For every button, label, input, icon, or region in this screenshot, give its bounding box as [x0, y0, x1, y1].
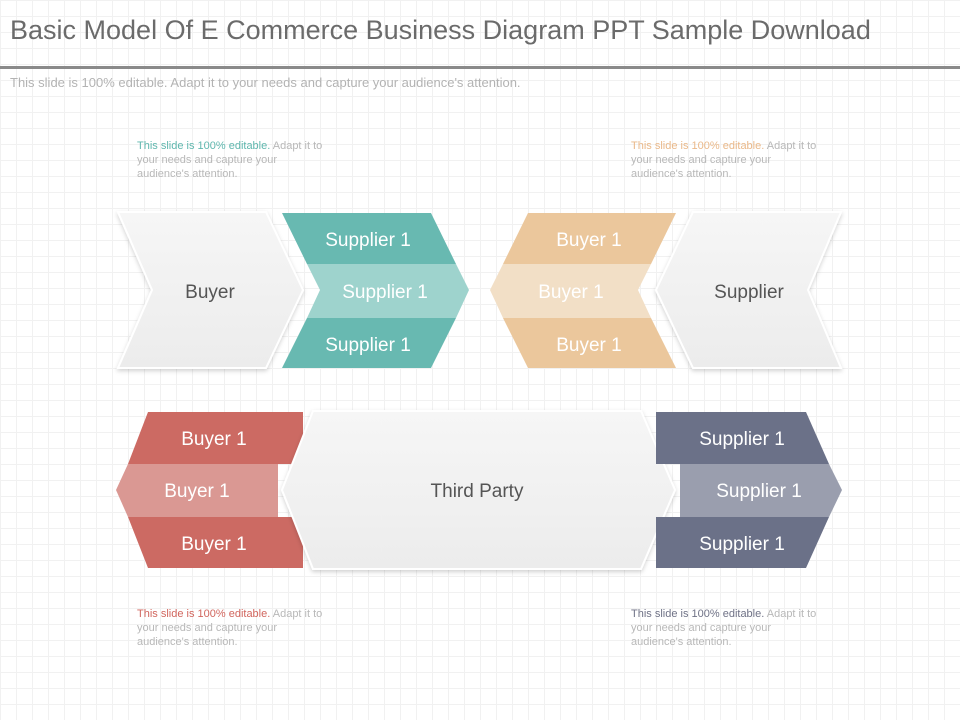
bl-item-bot [128, 517, 303, 568]
br-item-bot-label: Supplier 1 [699, 534, 785, 555]
note-bottom-left: This slide is 100% editable. Adapt it to… [137, 607, 327, 649]
note-text: Adapt it to your needs and capture your … [631, 608, 817, 648]
tl-item-bot [282, 318, 456, 368]
tl-item-mid-label: Supplier 1 [342, 282, 428, 303]
bl-item-mid-label: Buyer 1 [164, 481, 229, 502]
note-text: Adapt it to your needs and capture your … [631, 140, 817, 180]
note-bottom-right: This slide is 100% editable. Adapt it to… [631, 607, 821, 649]
tr-item-mid [490, 264, 651, 318]
tl-item-top-label: Supplier 1 [325, 230, 411, 251]
br-item-mid-label: Supplier 1 [716, 481, 802, 502]
note-highlight: This slide is 100% editable. [631, 608, 765, 620]
br-item-bot [656, 517, 829, 568]
tr-item-bot-label: Buyer 1 [556, 335, 621, 356]
tr-item-top-label: Buyer 1 [556, 230, 621, 251]
br-item-mid [680, 464, 842, 517]
note-text: Adapt it to your needs and capture your … [137, 140, 323, 180]
note-top-right: This slide is 100% editable. Adapt it to… [631, 139, 821, 181]
bl-item-bot-label: Buyer 1 [181, 534, 246, 555]
supplier-chevron [654, 211, 843, 369]
note-highlight: This slide is 100% editable. [137, 140, 271, 152]
tr-item-top [503, 213, 676, 264]
tl-item-mid [307, 264, 469, 318]
buyer-chevron [116, 211, 305, 369]
tl-item-top [282, 213, 456, 264]
note-top-left: This slide is 100% editable. Adapt it to… [137, 139, 327, 181]
bl-item-mid [116, 464, 278, 517]
tl-item-bot-label: Supplier 1 [325, 335, 411, 356]
bl-item-top [128, 412, 303, 464]
slide-subtitle: This slide is 100% editable. Adapt it to… [10, 75, 521, 90]
third-party-hexagon [280, 410, 677, 570]
br-item-top-label: Supplier 1 [699, 429, 785, 450]
note-highlight: This slide is 100% editable. [137, 608, 271, 620]
tr-item-mid-label: Buyer 1 [538, 282, 603, 303]
title-divider [0, 66, 960, 69]
tr-item-bot [503, 318, 676, 368]
bl-item-top-label: Buyer 1 [181, 429, 246, 450]
supplier-label: Supplier [714, 282, 784, 303]
note-text: Adapt it to your needs and capture your … [137, 608, 323, 648]
note-highlight: This slide is 100% editable. [631, 140, 765, 152]
buyer-label: Buyer [185, 282, 235, 303]
br-item-top [656, 412, 829, 464]
third-party-label: Third Party [431, 481, 524, 502]
slide-title: Basic Model Of E Commerce Business Diagr… [10, 15, 871, 45]
